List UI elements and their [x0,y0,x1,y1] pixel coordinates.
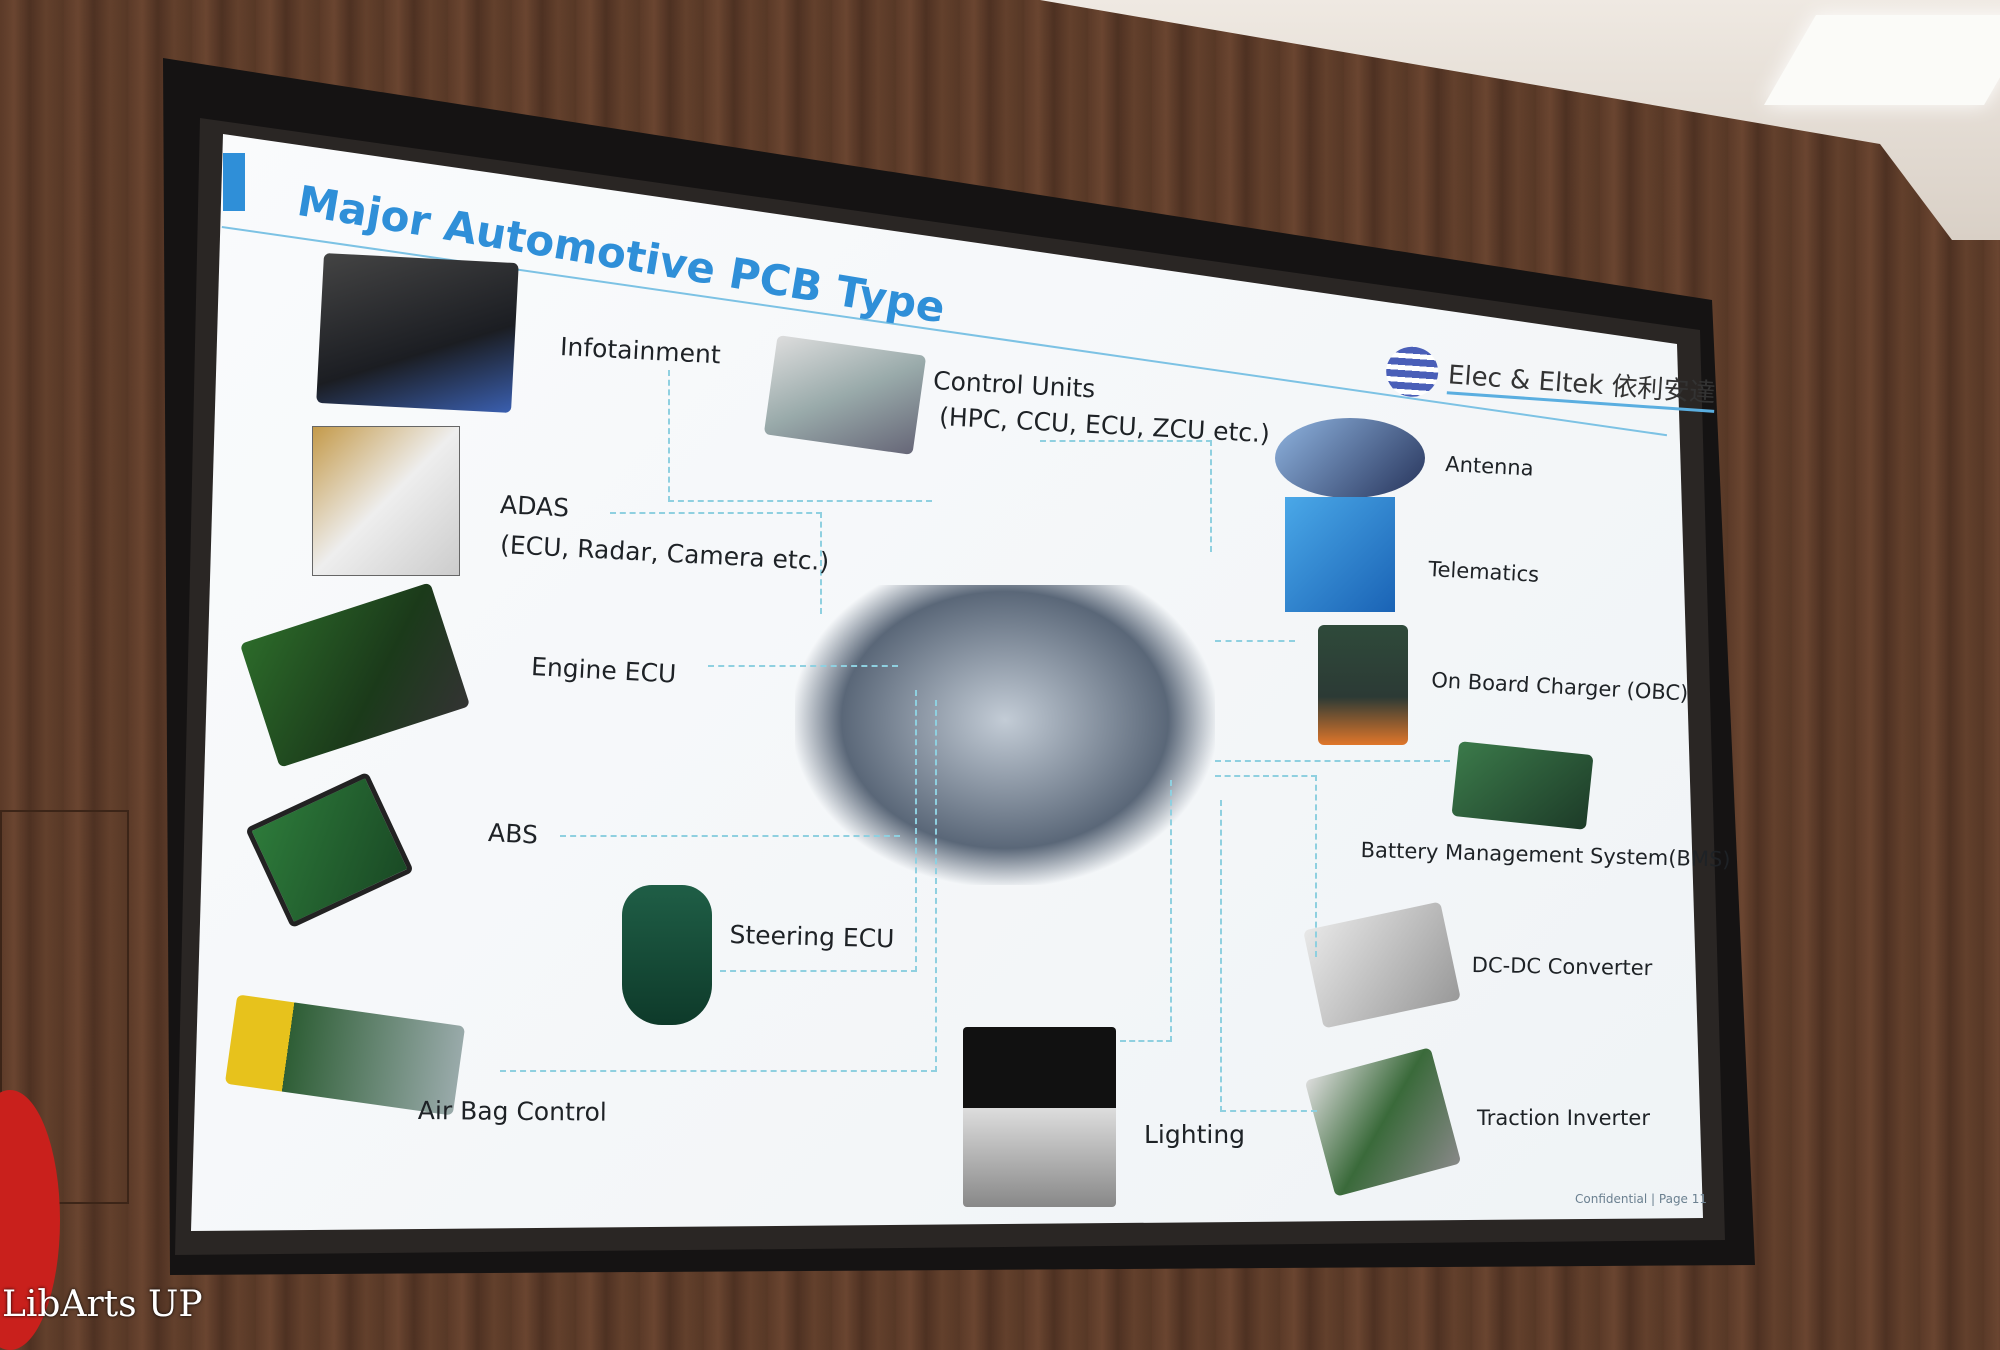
infotainment-image [316,253,519,413]
label-lighting: Lighting [1144,1120,1246,1149]
label-abs: ABS [487,818,539,850]
connector-line [1215,760,1450,762]
connector-line [1040,440,1212,552]
connector-line [708,665,898,667]
slide-footer: Confidential | Page 11 [1575,1192,1708,1206]
connector-line [610,512,822,614]
label-steering-ecu: Steering ECU [729,920,895,954]
label-traction-inverter: Traction Inverter [1477,1106,1650,1130]
connector-line [1215,640,1295,642]
obc-image [1318,625,1408,745]
title-marker [223,153,245,211]
connector-line [668,370,932,502]
telematics-image [1285,497,1395,612]
connector-line [1220,800,1317,1112]
logo-icon [1384,345,1440,399]
steering-ecu-image [622,885,712,1025]
adas-image [312,426,460,576]
label-air-bag-control: Air Bag Control [417,1096,607,1127]
label-adas: ADAS [499,490,570,523]
lighting-image [963,1027,1116,1207]
connector-line [560,835,900,837]
connector-line [1120,780,1172,1042]
antenna-image [1275,418,1425,498]
watermark: LibArts UP [2,1284,203,1325]
wall-panel [0,810,129,1204]
connector-line [720,690,917,972]
bms-image [1451,741,1594,830]
connector-line [500,700,937,1072]
label-antenna: Antenna [1444,452,1535,481]
connector-line [1215,775,1317,957]
label-dcdc-converter: DC-DC Converter [1471,953,1653,981]
